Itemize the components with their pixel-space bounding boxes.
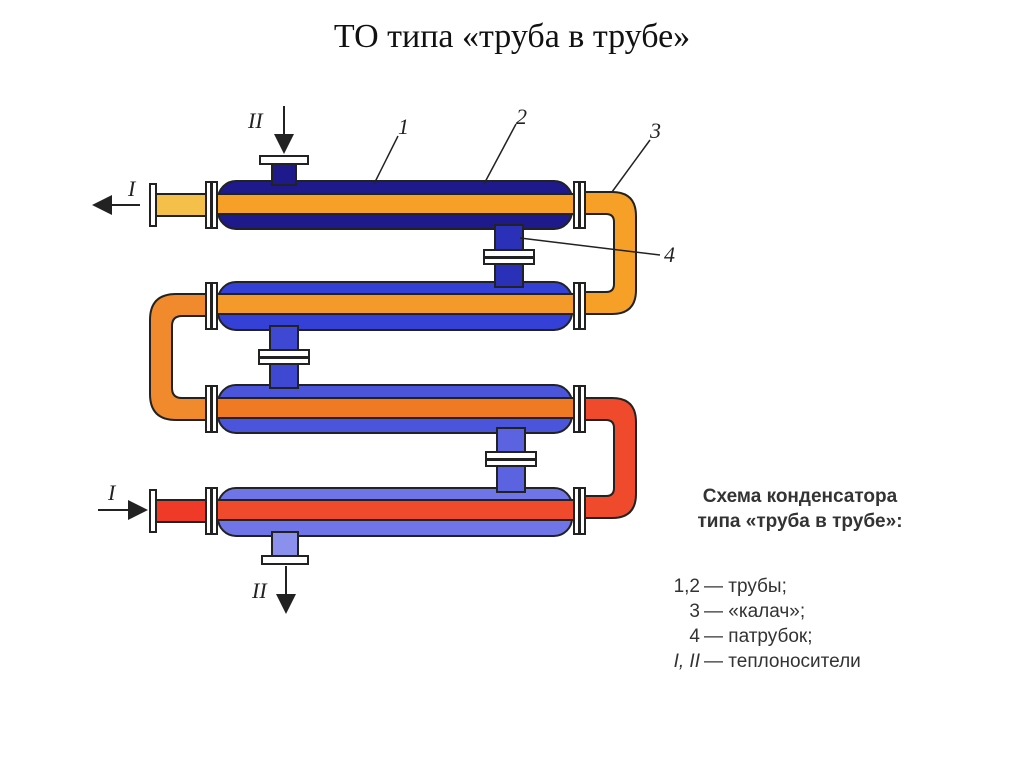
label-flow-out-II: II: [251, 578, 268, 603]
u-bend-right-bottom: [577, 397, 637, 519]
inlet-nozzle-II: [259, 155, 309, 186]
branch-pipe-1-2: [483, 224, 535, 288]
flanges: [149, 181, 586, 535]
legend-item: 1,2— трубы;: [640, 574, 940, 599]
legend-key: 1,2: [673, 576, 700, 597]
outlet-nozzle-II: [261, 531, 309, 565]
caption-line-2: типа «труба в трубе»:: [697, 511, 903, 532]
label-flow-in-I: I: [107, 480, 117, 505]
legend: 1,2— трубы; 3— «калач»; 4— патрубок; I, …: [640, 574, 940, 674]
label-number-3: 3: [649, 118, 661, 143]
branch-pipe-3-4: [485, 427, 537, 493]
u-bend-right-top: [577, 191, 637, 315]
legend-desc: — теплоносители: [704, 651, 861, 672]
inner-tube-row-1: [205, 193, 585, 215]
u-bend-left: [149, 293, 213, 421]
label-number-4: 4: [664, 242, 675, 267]
legend-desc: — трубы;: [704, 576, 787, 597]
legend-key: 4: [689, 626, 700, 647]
inner-tube-row-2: [205, 293, 585, 315]
branch-pipe-2-3: [258, 325, 310, 389]
label-number-1: 1: [398, 114, 409, 139]
legend-item: 4— патрубок;: [640, 624, 940, 649]
legend-item: 3— «калач»;: [640, 599, 940, 624]
leader-lines: [373, 123, 661, 256]
legend-item: I, II— теплоносители: [640, 649, 940, 674]
inner-tube-row-4: [205, 499, 585, 521]
label-flow-in-II: II: [247, 108, 264, 133]
inlet-stub-I: [151, 499, 209, 523]
label-flow-out-I: I: [127, 176, 137, 201]
legend-desc: — «калач»;: [704, 601, 806, 622]
legend-key: 3: [689, 601, 700, 622]
legend-key: I, II: [673, 651, 700, 672]
slide-title: ТО типа «труба в трубе»: [333, 18, 691, 55]
legend-desc: — патрубок;: [704, 626, 813, 647]
diagram-caption: Схема конденсатора типа «труба в трубе»:: [640, 484, 960, 534]
inner-tube-row-3: [205, 397, 585, 419]
label-number-2: 2: [516, 104, 527, 129]
caption-line-1: Схема конденсатора: [702, 486, 898, 507]
outlet-stub-I: [151, 193, 209, 217]
